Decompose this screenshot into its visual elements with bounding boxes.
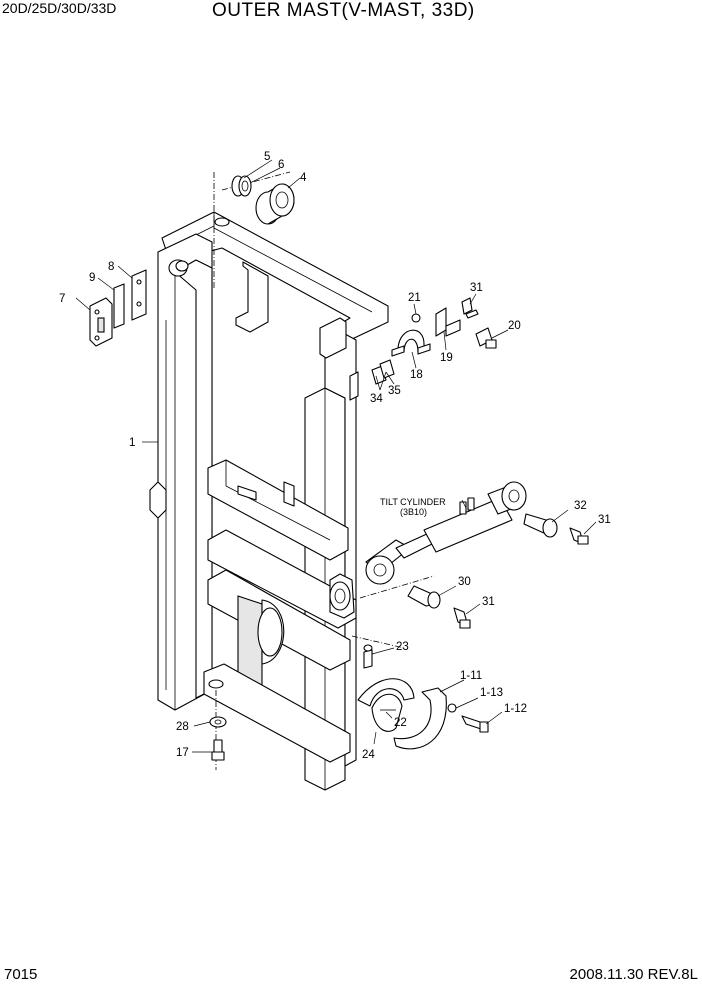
callout-18: 18 <box>410 369 423 381</box>
callout-24: 24 <box>362 749 375 761</box>
grease-nipple <box>363 644 373 669</box>
callout-labels: 5 6 4 8 9 7 1 21 31 20 19 18 35 34 TILT … <box>59 151 611 761</box>
callout-31-top: 31 <box>470 282 483 294</box>
guide-plate-set <box>89 269 147 347</box>
pin-assembly-32 <box>523 513 589 545</box>
callout-22: 22 <box>394 717 407 729</box>
hose-clamp-assembly <box>349 297 497 401</box>
callout-23: 23 <box>396 641 409 653</box>
pin-assembly-30 <box>407 585 471 629</box>
tilt-cylinder <box>365 481 527 585</box>
callout-35: 35 <box>388 385 401 397</box>
callout-4: 4 <box>300 172 307 184</box>
trunnion-bushing-set <box>357 678 489 750</box>
bearing-washer-set <box>231 175 295 225</box>
callout-20: 20 <box>508 320 521 332</box>
callout-30: 30 <box>458 576 471 588</box>
callout-8: 8 <box>108 261 114 273</box>
page-number: 7015 <box>4 966 38 983</box>
model-label: 20D/25D/30D/33D <box>2 0 117 16</box>
callout-31-right: 31 <box>598 514 611 526</box>
leader-lines <box>75 159 597 753</box>
callout-28: 28 <box>176 721 189 733</box>
revision-date: 2008.11.30 REV.8L <box>569 966 698 983</box>
callout-1-11: 1-11 <box>460 670 482 682</box>
callout-5: 5 <box>264 151 270 163</box>
washer-and-bolt <box>209 716 227 761</box>
callout-6: 6 <box>278 159 284 171</box>
tilt-cylinder-note: TILT CYLINDER <box>380 497 446 507</box>
callout-34: 34 <box>370 393 383 405</box>
outer-mast-frame <box>149 211 389 791</box>
callout-1-12: 1-12 <box>504 703 527 715</box>
callout-7: 7 <box>59 293 65 305</box>
page-title: OUTER MAST(V-MAST, 33D) <box>212 0 475 21</box>
mast-pivot-boss <box>329 573 355 619</box>
callout-17: 17 <box>176 747 189 759</box>
callout-19: 19 <box>440 352 453 364</box>
callout-1: 1 <box>129 437 135 449</box>
callout-9: 9 <box>89 272 95 284</box>
tilt-cylinder-ref: (3B10) <box>400 507 427 517</box>
callout-32: 32 <box>574 500 587 512</box>
callout-1-13: 1-13 <box>480 687 503 699</box>
callout-31-mid: 31 <box>482 596 495 608</box>
callout-21: 21 <box>408 292 421 304</box>
